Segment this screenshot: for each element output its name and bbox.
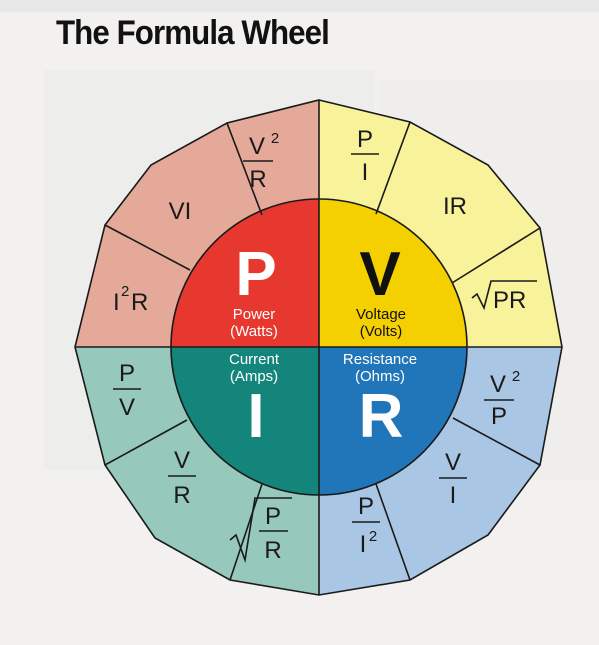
power-name: Power (233, 306, 276, 323)
svg-text:2: 2 (369, 528, 377, 545)
formula-p-over-v: P V (113, 360, 141, 421)
power-unit: (Watts) (230, 323, 278, 340)
formula-i2r: I 2 R (113, 283, 148, 316)
svg-text:P: P (357, 126, 373, 153)
svg-text:P: P (119, 360, 135, 387)
svg-text:P: P (265, 503, 281, 530)
page-title: The Formula Wheel (56, 14, 330, 52)
segment-divider (451, 227, 541, 284)
current-quadrant (171, 347, 319, 495)
voltage-quadrant (319, 199, 467, 347)
formula-v2-over-r: V 2 R (243, 130, 279, 193)
svg-text:V: V (249, 133, 265, 160)
resistance-unit: (Ohms) (355, 368, 405, 385)
segment-divider (229, 483, 263, 581)
current-letter: I (247, 382, 264, 451)
svg-text:R: R (173, 482, 190, 509)
segment-divider (375, 121, 411, 215)
svg-text:P: P (358, 493, 374, 520)
svg-text:V: V (119, 394, 135, 421)
current-name: Current (229, 351, 280, 368)
current-outer-segment (75, 347, 319, 595)
voltage-letter: V (359, 240, 400, 309)
formula-p-over-i: P I (351, 126, 379, 186)
wheel-lines (74, 99, 563, 596)
svg-text:R: R (249, 166, 266, 193)
svg-text:IR: IR (443, 193, 467, 220)
segment-divider (104, 224, 191, 271)
svg-text:V: V (490, 371, 506, 398)
resistance-letter: R (359, 382, 404, 451)
formula-sqrt-pr: PR (471, 280, 537, 314)
svg-text:R: R (264, 537, 281, 564)
formula-p-over-i2: P I 2 (352, 493, 380, 558)
segment-divider (104, 419, 188, 466)
svg-text:VI: VI (169, 198, 192, 225)
resistance-name: Resistance (343, 351, 417, 368)
inner-circle (171, 199, 467, 495)
svg-text:2: 2 (121, 283, 129, 300)
voltage-outer-segment (319, 100, 562, 347)
svg-text:I: I (360, 531, 367, 558)
outer-ring (75, 100, 562, 595)
quadrant-labels: P Power (Watts) V Voltage (Volts) Curren… (229, 240, 417, 451)
svg-text:R: R (131, 289, 148, 316)
svg-text:I: I (362, 159, 369, 186)
segment-divider (452, 417, 541, 466)
formula-sqrt-p-over-r: P R (229, 497, 292, 564)
formula-v2-over-p: V 2 P (484, 368, 520, 430)
formula-v-over-i: V I (439, 449, 467, 509)
svg-text:2: 2 (512, 368, 520, 385)
svg-text:P: P (491, 403, 507, 430)
voltage-unit: (Volts) (360, 323, 403, 340)
formula-vi: VI (169, 198, 192, 225)
segment-divider (375, 483, 411, 581)
svg-text:V: V (445, 449, 461, 476)
current-unit: (Amps) (230, 368, 278, 385)
voltage-name: Voltage (356, 306, 406, 323)
power-quadrant (171, 199, 319, 347)
segment-divider (226, 122, 263, 216)
svg-text:PR: PR (493, 287, 526, 314)
power-letter: P (235, 240, 276, 309)
resistance-outer-segment (319, 347, 562, 595)
resistance-quadrant (319, 347, 467, 495)
svg-text:V: V (174, 447, 190, 474)
formulas: V 2 R VI I 2 R P I IR PR (113, 126, 537, 564)
formula-ir: IR (443, 193, 467, 220)
formula-v-over-r: V R (168, 447, 196, 509)
svg-text:I: I (450, 482, 457, 509)
svg-text:2: 2 (271, 130, 279, 147)
svg-text:I: I (113, 289, 120, 316)
